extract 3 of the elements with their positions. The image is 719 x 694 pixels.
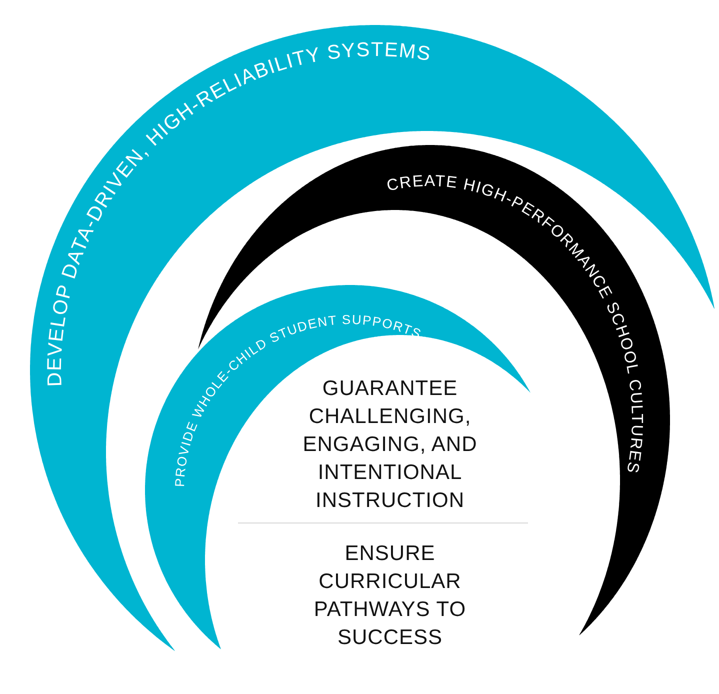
center-heading: ENSURE CURRICULAR PATHWAYS TO SUCCESS <box>312 541 468 651</box>
arc-band <box>30 25 714 651</box>
center-heading: GUARANTEE CHALLENGING, ENGAGING, AND INTENTIONAL INSTRUCTION <box>302 376 478 514</box>
